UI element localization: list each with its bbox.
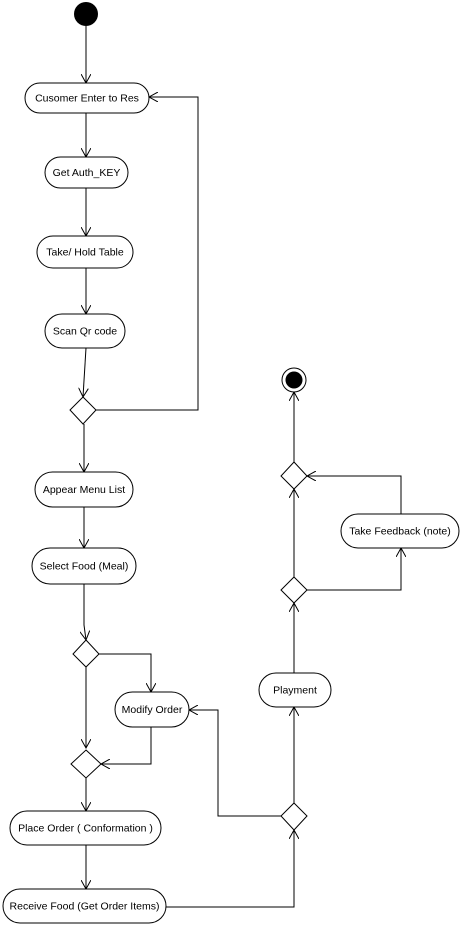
decision-before-end: [280, 461, 308, 490]
node-modify-order-label: Modify Order: [122, 704, 183, 716]
node-take-table-label: Take/ Hold Table: [46, 247, 124, 259]
end-node: [281, 367, 307, 393]
node-customer-enter: Cusomer Enter to Res: [24, 82, 150, 114]
node-appear-menu: Appear Menu List: [34, 471, 134, 508]
edge-feedback-to-decision6: [307, 476, 402, 514]
start-node: [74, 2, 98, 26]
edge-scan-to-decision1: [83, 347, 86, 397]
node-appear-menu-label: Appear Menu List: [43, 484, 125, 496]
edge-select-to-decision2: [84, 584, 86, 640]
node-modify-order: Modify Order: [114, 691, 190, 728]
edge-decision1-loop-back: [96, 97, 199, 411]
node-scan-qr: Scan Qr code: [44, 313, 126, 349]
node-get-auth: Get Auth_KEY: [44, 156, 129, 189]
node-select-food: Select Food (Meal): [31, 547, 137, 585]
decision-after-payment: [280, 576, 308, 604]
edge-receive-to-decision4: [166, 830, 294, 908]
node-place-order: Place Order ( Conformation ): [9, 810, 162, 846]
node-receive-food: Receive Food (Get Order Items): [2, 888, 167, 924]
decision-after-scan: [69, 396, 97, 425]
node-payment: Playment: [258, 672, 332, 708]
node-payment-label: Playment: [273, 685, 317, 697]
node-take-table: Take/ Hold Table: [36, 235, 134, 269]
node-take-feedback: Take Feedback (note): [340, 513, 460, 549]
node-get-auth-label: Get Auth_KEY: [53, 167, 121, 179]
edges: [83, 26, 402, 908]
node-customer-enter-label: Cusomer Enter to Res: [35, 93, 139, 105]
decision-after-select: [72, 639, 100, 668]
node-receive-food-label: Receive Food (Get Order Items): [10, 901, 160, 913]
decision-after-receive: [280, 802, 308, 831]
node-take-feedback-label: Take Feedback (note): [349, 526, 451, 538]
node-scan-qr-label: Scan Qr code: [53, 326, 117, 338]
edge-decision5-to-feedback: [307, 548, 401, 591]
node-place-order-label: Place Order ( Conformation ): [18, 823, 153, 835]
node-select-food-label: Select Food (Meal): [40, 561, 129, 573]
edge-decision4-to-modify: [189, 710, 282, 817]
edge-modify-to-decision3: [101, 727, 152, 764]
decision-merge-order: [70, 749, 102, 779]
edge-decision2-to-modify: [99, 653, 151, 692]
